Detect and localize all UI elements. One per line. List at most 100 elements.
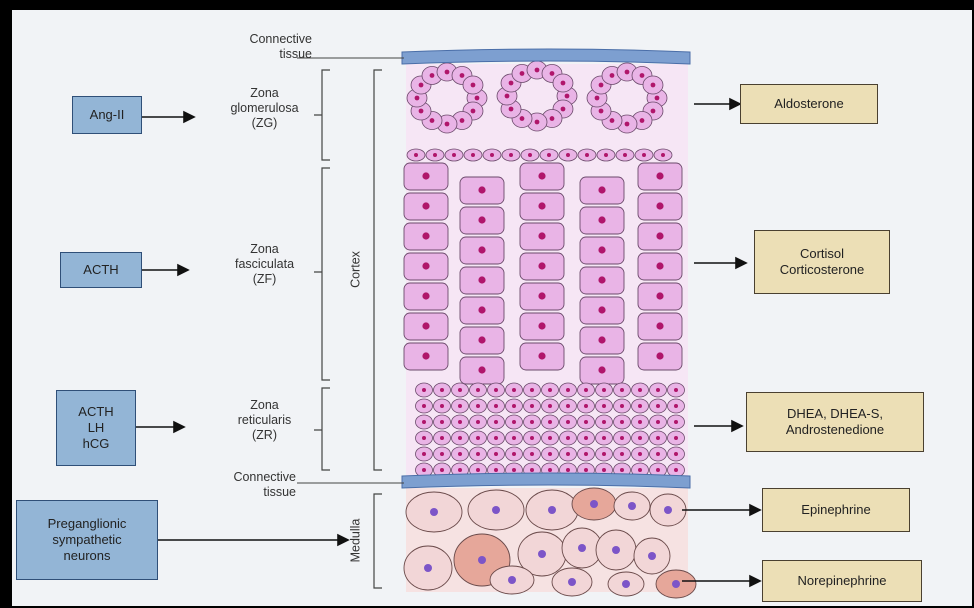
zf-nucleus — [598, 276, 605, 283]
zf-nucleus — [598, 246, 605, 253]
zg-nucleus — [599, 109, 604, 114]
zr-nucleus — [476, 452, 480, 456]
zf-nucleus — [422, 352, 429, 359]
zr-nucleus — [656, 404, 660, 408]
medulla-nucleus — [538, 550, 546, 558]
product-box-dhea: DHEA, DHEA-S, Androstenedione — [746, 392, 924, 452]
zg-nucleus — [561, 81, 566, 86]
zr-nucleus — [566, 468, 570, 472]
stimulus-text: sympathetic — [52, 532, 121, 548]
zr-nucleus — [422, 436, 426, 440]
zg-nucleus — [651, 83, 656, 88]
zr-nucleus — [458, 420, 462, 424]
zf-nucleus — [598, 336, 605, 343]
zr-nucleus — [602, 388, 606, 392]
product-text: Androstenedione — [786, 422, 884, 438]
zr-nucleus — [674, 468, 678, 472]
zg-nucleus — [419, 109, 424, 114]
zg-small-nucleus — [490, 153, 494, 157]
zg-nucleus — [625, 70, 630, 75]
medulla-nucleus — [622, 580, 630, 588]
zr-nucleus — [458, 388, 462, 392]
zr-nucleus — [476, 468, 480, 472]
zg-small-nucleus — [471, 153, 475, 157]
product-arrows — [682, 99, 760, 586]
zf-nucleus — [538, 352, 545, 359]
zf-nucleus — [538, 202, 545, 209]
bracket-zf — [314, 168, 330, 380]
zr-nucleus — [494, 436, 498, 440]
zr-nucleus — [602, 436, 606, 440]
zr-nucleus — [566, 420, 570, 424]
zg-nucleus — [419, 83, 424, 88]
stimulus-box-ang-ii: Ang-II — [72, 96, 142, 134]
zg-nucleus — [471, 109, 476, 114]
zf-nucleus — [598, 216, 605, 223]
zf-nucleus — [656, 262, 663, 269]
zg-nucleus — [520, 71, 525, 76]
product-text: Corticosterone — [780, 262, 865, 278]
zg-nucleus — [415, 96, 420, 101]
medulla-nucleus — [590, 500, 598, 508]
zg-nucleus — [610, 118, 615, 123]
zr-nucleus — [458, 436, 462, 440]
zr-nucleus — [530, 452, 534, 456]
zg-nucleus — [640, 73, 645, 78]
zr-nucleus — [440, 420, 444, 424]
zr-nucleus — [440, 436, 444, 440]
zf-nucleus — [422, 292, 429, 299]
zg-small-nucleus — [452, 153, 456, 157]
zr-nucleus — [422, 468, 426, 472]
zr-nucleus — [494, 388, 498, 392]
zr-nucleus — [620, 404, 624, 408]
zg-nucleus — [509, 81, 514, 86]
zf-nucleus — [478, 276, 485, 283]
zg-small-nucleus — [528, 153, 532, 157]
product-box-cortisol: Cortisol Corticosterone — [754, 230, 890, 294]
product-box-epinephrine: Epinephrine — [762, 488, 910, 532]
zr-nucleus — [440, 404, 444, 408]
zg-small-nucleus — [604, 153, 608, 157]
zf-nucleus — [422, 232, 429, 239]
zf-nucleus — [478, 306, 485, 313]
zr-nucleus — [638, 388, 642, 392]
medulla-nucleus — [672, 580, 680, 588]
zr-nucleus — [494, 452, 498, 456]
zr-nucleus — [620, 388, 624, 392]
zr-nucleus — [476, 436, 480, 440]
zr-nucleus — [548, 436, 552, 440]
zr-nucleus — [620, 468, 624, 472]
medulla-nucleus — [508, 576, 516, 584]
label-connective-tissue-bottom: Connective tissue — [192, 470, 296, 500]
zr-nucleus — [656, 388, 660, 392]
zr-nucleus — [530, 436, 534, 440]
zr-nucleus — [530, 388, 534, 392]
zr-nucleus — [674, 388, 678, 392]
zr-nucleus — [638, 468, 642, 472]
zf-nucleus — [422, 172, 429, 179]
zr-nucleus — [620, 436, 624, 440]
zr-nucleus — [494, 404, 498, 408]
zr-nucleus — [638, 452, 642, 456]
zr-nucleus — [548, 468, 552, 472]
zg-nucleus — [655, 96, 660, 101]
stimulus-box-acth-lh-hcg: ACTH LH hCG — [56, 390, 136, 466]
zr-nucleus — [440, 388, 444, 392]
product-text: Aldosterone — [774, 96, 843, 112]
zr-nucleus — [476, 404, 480, 408]
zg-nucleus — [520, 116, 525, 121]
zg-small-nucleus — [509, 153, 513, 157]
zr-nucleus — [476, 420, 480, 424]
zg-small-nucleus — [547, 153, 551, 157]
stimulus-text: ACTH — [83, 262, 118, 278]
stimulus-box-preganglionic-neurons: Preganglionic sympathetic neurons — [16, 500, 158, 580]
stimulus-text: neurons — [64, 548, 111, 564]
stimulus-text: LH — [88, 420, 105, 436]
zr-nucleus — [656, 468, 660, 472]
zr-nucleus — [422, 452, 426, 456]
zf-nucleus — [478, 336, 485, 343]
zr-nucleus — [512, 420, 516, 424]
bracket-zg — [314, 70, 330, 160]
label-zona-reticularis: Zona reticularis (ZR) — [217, 398, 312, 443]
bracket-cortex — [374, 70, 382, 470]
